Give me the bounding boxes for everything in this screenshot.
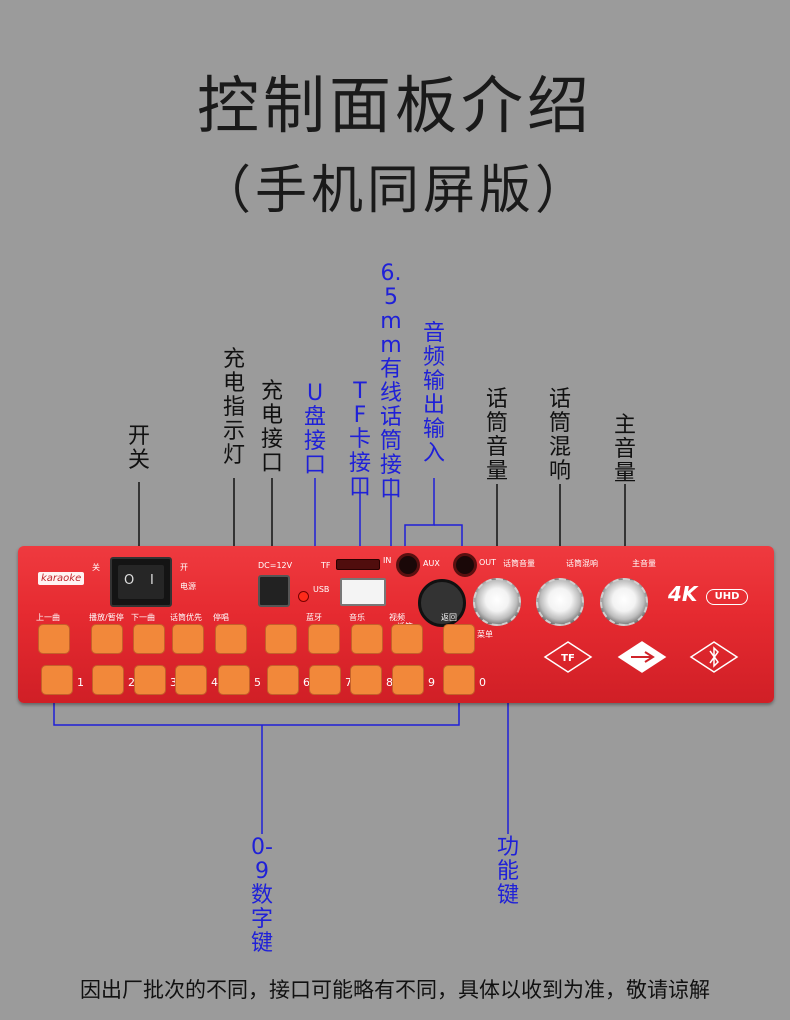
digit-label: 7 [345,676,352,689]
function-key-label: 视频 [389,613,405,622]
function-key-label: 蓝牙 [306,613,322,622]
digit-label: 9 [428,676,435,689]
function-key-2[interactable] [91,624,123,654]
function-key-4[interactable] [172,624,204,654]
digit-key-4[interactable] [175,665,207,695]
mic-volume-label: 话筒音量 [485,387,508,484]
dc-text: DC=12V [258,561,293,570]
usb-text: USB [313,585,330,594]
aux-out-jack[interactable] [453,553,477,577]
in-text: IN [383,556,392,565]
digit-key-5[interactable] [218,665,250,695]
usb-port-label: U盘接口 [303,381,326,478]
power-switch[interactable]: O I [110,557,172,607]
digit-label: 4 [211,676,218,689]
function-keys-label: 功能键 [496,835,519,908]
function-key-6[interactable] [265,624,297,654]
mic-input-jack[interactable] [418,579,466,627]
digit-key-1[interactable] [41,665,73,695]
digit-key-2[interactable] [92,665,124,695]
logo-uhd: UHD [706,589,748,605]
master-volume-knob[interactable] [600,578,648,626]
function-key-3[interactable] [133,624,165,654]
function-key-label: 上一曲 [36,613,60,622]
digit-key-3[interactable] [134,665,166,695]
svg-text:TF: TF [561,653,575,664]
power-switch-rocker[interactable]: O I [118,565,164,599]
digit-label: 5 [254,676,261,689]
function-key-10[interactable] [443,624,475,654]
mic-volume-knob[interactable] [473,578,521,626]
digit-key-0[interactable] [443,665,475,695]
digit-label: 8 [386,676,393,689]
digit-label: 3 [170,676,177,689]
mic-reverb-label: 话筒混响 [548,387,571,484]
digit-keys-label: 0-9数字键 [250,835,273,956]
function-key-5[interactable] [215,624,247,654]
digit-key-8[interactable] [350,665,382,695]
function-key-8[interactable] [351,624,383,654]
function-key-7[interactable] [308,624,340,654]
off-mark-icon: O [124,573,135,588]
function-key-label: 播放/暂停 [89,613,124,622]
on-mark-icon: I [150,573,154,588]
aux-in-jack[interactable] [396,553,420,577]
aux-text: AUX [423,559,440,568]
usb-icon [617,641,667,673]
digit-key-9[interactable] [392,665,424,695]
usb-port[interactable] [340,578,386,606]
charge-port-label: 充电接口 [260,379,283,476]
switch-off-text: 关 [92,563,100,572]
function-key-1[interactable] [38,624,70,654]
digit-label: 1 [77,676,84,689]
menu-text: 菜单 [477,630,493,639]
bluetooth-icon [689,641,739,673]
page-subtitle: （手机同屏版） [198,161,591,221]
out-text: OUT [479,558,497,567]
switch-on-text: 开 [180,563,188,572]
digit-key-7[interactable] [309,665,341,695]
function-key-9[interactable] [391,624,423,654]
master-volume-label: 主音量 [613,413,636,486]
tf-text: TF [321,561,331,570]
function-key-label: 返回 [441,613,457,622]
mic-volume-text: 话筒音量 [503,559,535,568]
master-text: 主音量 [632,559,656,568]
digit-label: 6 [303,676,310,689]
digit-key-6[interactable] [267,665,299,695]
brand-logo: karaoke [38,572,85,585]
function-key-label: 下一曲 [131,613,155,622]
digit-label: 0 [479,676,486,689]
function-key-label: 话筒优先 [170,613,202,622]
audio-io-label: 音频输出输入 [422,321,445,466]
power-text: 电源 [180,582,196,591]
page-title: 控制面板介绍 [196,69,593,142]
tf-port-label: TF卡接口 [348,379,371,500]
mic-reverb-text: 话筒混响 [566,559,598,568]
charge-led [298,591,309,602]
tf-card-icon: TF [543,641,593,673]
logo-4k: 4K [668,582,698,606]
function-key-label: 停唱 [213,613,229,622]
function-key-label: 音乐 [349,613,365,622]
power-switch-label: 开关 [127,424,150,473]
charge-indicator-label: 充电指示灯 [222,347,245,468]
tf-card-slot[interactable] [336,559,380,570]
mic-input-label: 6.5mm有线话筒接口 [379,261,402,502]
mic-reverb-knob[interactable] [536,578,584,626]
dc-charge-port[interactable] [258,575,290,607]
digit-label: 2 [128,676,135,689]
footer-note: 因出厂批次的不同，接口可能略有不同，具体以收到为准，敬请谅解 [80,978,710,1002]
